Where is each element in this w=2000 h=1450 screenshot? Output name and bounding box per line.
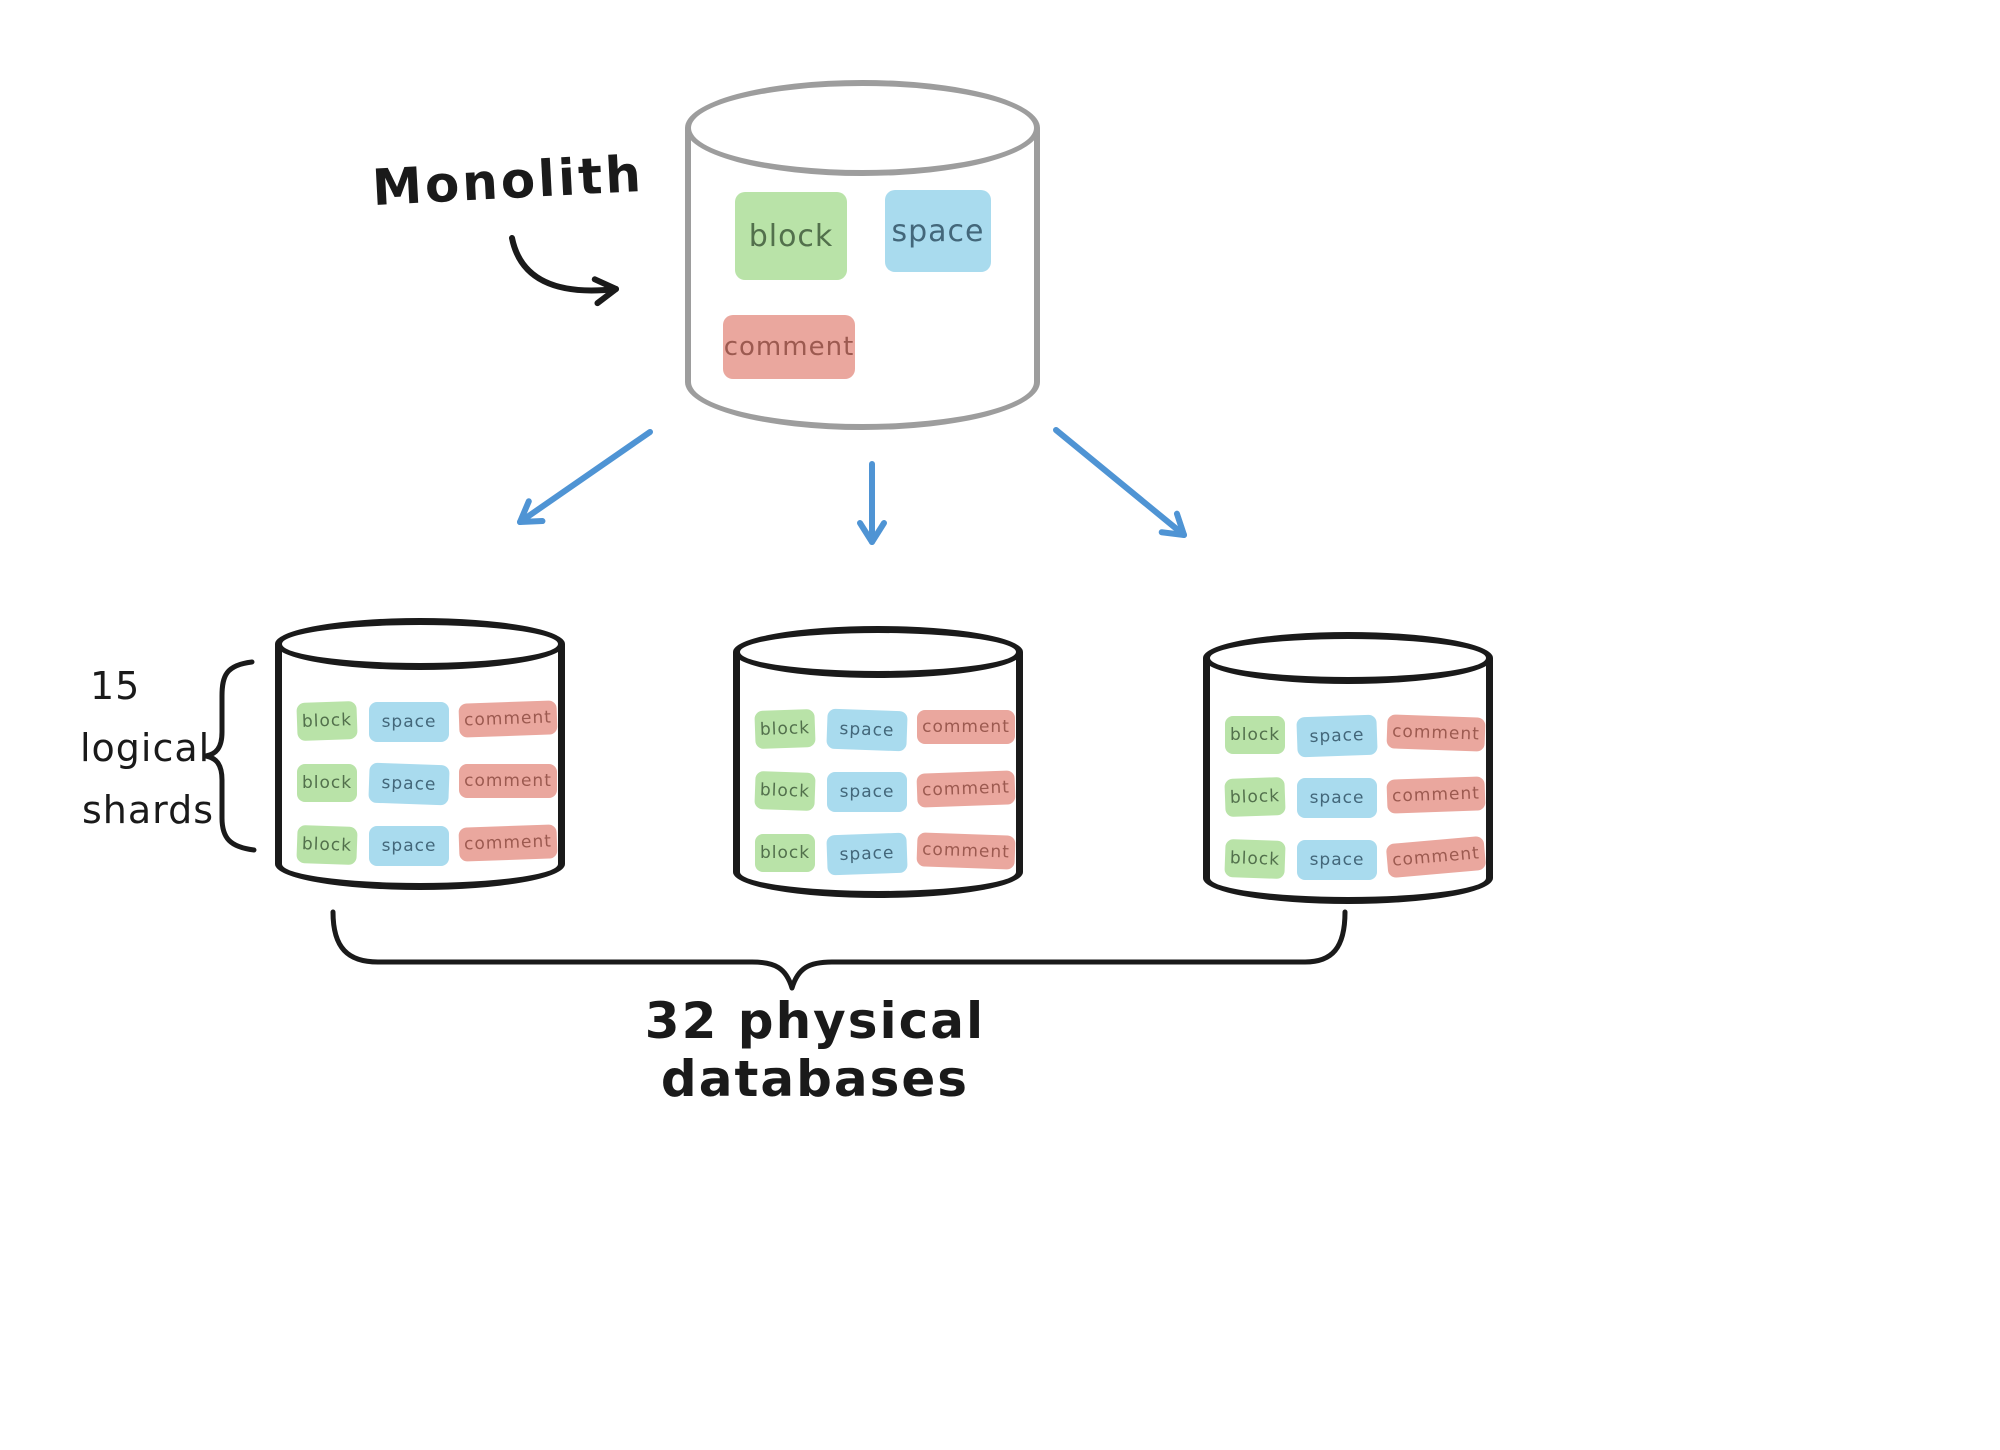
table-box-space: space [368, 762, 450, 806]
table-box-comment: comment [1386, 714, 1486, 752]
logical-shards-label-line3: shards [82, 788, 215, 832]
table-box-comment: comment [459, 764, 557, 798]
monolith-table-block: block [735, 192, 847, 280]
fanout-arrow-left [517, 429, 653, 525]
table-box-space: space [1296, 714, 1378, 758]
shard-3-cylinder-top [1203, 632, 1493, 684]
table-box-space: space [827, 772, 907, 812]
table-box-block: block [1224, 838, 1286, 880]
shard-1-cylinder-top [275, 618, 565, 670]
table-box-space: space [826, 832, 908, 876]
table-box-block: block [297, 764, 357, 802]
monolith-database: block space comment [685, 80, 1040, 430]
table-box-block: block [754, 708, 816, 750]
monolith-table-comment: comment [723, 315, 855, 379]
table-box-space: space [826, 708, 908, 752]
table-box-space: space [1297, 840, 1377, 880]
monolith-label: Monolith [370, 144, 646, 218]
table-box-block: block [754, 770, 816, 812]
shard-database-2: block space comment block space comment … [733, 626, 1023, 898]
physical-databases-label: 32 physical databases [644, 992, 986, 1108]
logical-shards-label-line2: logical [80, 726, 211, 770]
shard-2-cylinder-top [733, 626, 1023, 678]
shard-database-3: block space comment block space comment … [1203, 632, 1493, 904]
physical-databases-brace [330, 909, 1348, 991]
table-box-comment: comment [458, 700, 558, 738]
monolith-cylinder-top [685, 80, 1040, 176]
table-box-comment: comment [458, 824, 558, 862]
table-box-comment: comment [917, 710, 1015, 744]
table-box-space: space [1297, 778, 1377, 818]
table-box-block: block [1224, 776, 1286, 818]
table-box-block: block [296, 700, 358, 742]
logical-shards-label-line1: 15 [90, 664, 141, 708]
table-box-block: block [755, 834, 815, 872]
shard-database-1: block space comment block space comment … [275, 618, 565, 890]
table-box-space: space [369, 826, 449, 866]
table-box-comment: comment [916, 770, 1016, 808]
fanout-arrow-right [1053, 427, 1187, 538]
table-box-comment: comment [1385, 835, 1487, 879]
logical-shards-label: 15 logical shards [80, 655, 230, 841]
table-box-block: block [296, 824, 358, 866]
table-box-space: space [369, 702, 449, 742]
table-box-block: block [1225, 716, 1285, 754]
monolith-pointer-arrow [509, 235, 619, 307]
table-box-comment: comment [1386, 776, 1486, 814]
table-box-comment: comment [916, 832, 1016, 870]
monolith-table-space: space [885, 190, 991, 272]
